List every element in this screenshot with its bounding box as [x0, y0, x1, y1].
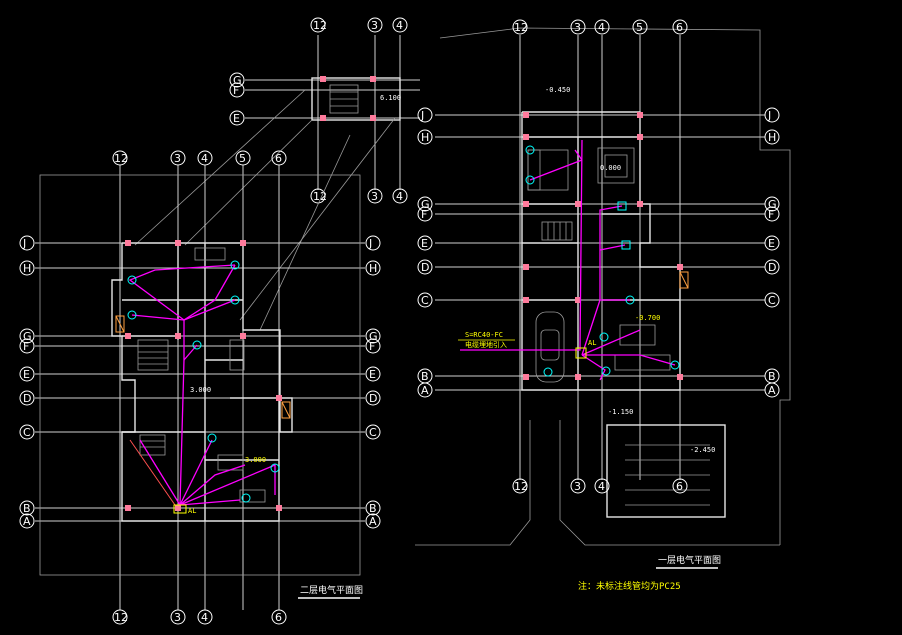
axis-bubbles-left: 12 3 4 5 6 12 3 4 6 J H G F E D C B A J …: [19, 150, 381, 625]
axis-label: C: [369, 426, 377, 439]
box-right-label: AL: [588, 339, 596, 347]
axis-label: B: [369, 502, 377, 515]
wiring-right: [460, 139, 676, 381]
axis-label: D: [768, 261, 776, 274]
axis-label: E: [233, 112, 240, 125]
axis-label: B: [23, 502, 31, 515]
axis-label: A: [369, 515, 377, 528]
box-left-label: AL: [188, 507, 196, 515]
right-floor-plan: AL S=RC40-FC 电缆埋地引入 -0.700 0.000 -0.450 …: [415, 27, 791, 546]
axis-label: 6: [676, 480, 683, 493]
right-label-1: -0.700: [635, 314, 660, 322]
axis-label: 12: [313, 190, 327, 203]
axis-label: E: [768, 237, 775, 250]
wiring-note: 注：未标注线管均为PC25: [578, 580, 681, 592]
axis-label: 3: [174, 611, 181, 624]
axis-label: 3: [574, 480, 581, 493]
axis-label: 6: [275, 152, 282, 165]
axis-label: G: [233, 74, 242, 87]
axis-label: F: [23, 340, 29, 353]
axis-label: J: [22, 237, 26, 250]
axis-label: 5: [239, 152, 246, 165]
axis-label: A: [421, 384, 429, 397]
left-floor-plan: AL 3.000 3.000: [35, 165, 365, 610]
elev-right-bottom: -1.150: [608, 408, 633, 416]
axis-label: 12: [514, 21, 528, 34]
wiring-left: [128, 264, 276, 506]
axis-bubbles-right: 12 3 4 5 6 12 3 4 6 J H G F E D C B A J …: [417, 19, 780, 494]
elev-right-garage: -2.450: [690, 446, 715, 454]
axis-label: 3: [371, 19, 378, 32]
axis-label: H: [23, 262, 31, 275]
axis-label: H: [768, 131, 776, 144]
axis-label: H: [421, 131, 429, 144]
axis-label: E: [421, 237, 428, 250]
axis-label: G: [369, 330, 378, 343]
right-plan-title: 一层电气平面图: [658, 554, 721, 566]
left-label-1: 3.000: [245, 456, 266, 464]
axis-label: G: [768, 198, 777, 211]
axis-label: 12: [114, 611, 128, 624]
axis-label: H: [369, 262, 377, 275]
axis-label: 12: [313, 19, 327, 32]
axis-label: 4: [201, 152, 208, 165]
axis-label: F: [421, 208, 427, 221]
axis-label: C: [421, 294, 429, 307]
axis-label: E: [369, 368, 376, 381]
axis-label: G: [421, 198, 430, 211]
cable-note: 电缆埋地引入: [465, 340, 507, 349]
axis-label: J: [420, 109, 424, 122]
axis-label: 3: [371, 190, 378, 203]
axis-label: F: [369, 340, 375, 353]
axis-label: 3: [174, 152, 181, 165]
axis-label: 4: [598, 480, 605, 493]
axis-label: A: [768, 384, 776, 397]
stair-plan-small: 6.100: [245, 35, 420, 190]
axis-label: 4: [201, 611, 208, 624]
left-label-2: 3.000: [190, 386, 211, 394]
axis-label: J: [368, 237, 372, 250]
axis-label: G: [23, 330, 32, 343]
axis-label: F: [233, 84, 239, 97]
axis-label: 6: [676, 21, 683, 34]
right-label-2: 0.000: [600, 164, 621, 172]
axis-label: 5: [636, 21, 643, 34]
axis-label: 12: [514, 480, 528, 493]
axis-label: E: [23, 368, 30, 381]
axis-label: B: [421, 370, 429, 383]
axis-label: C: [768, 294, 776, 307]
elev-top-small: 6.100: [380, 94, 401, 102]
cable-spec: S=RC40-FC: [465, 331, 503, 339]
axis-label: 6: [275, 611, 282, 624]
axis-label: A: [23, 515, 31, 528]
axis-label: D: [23, 392, 31, 405]
axis-label: 4: [396, 190, 403, 203]
axis-label: 4: [396, 19, 403, 32]
axis-label: B: [768, 370, 776, 383]
axis-label: D: [369, 392, 377, 405]
axis-label: 3: [574, 21, 581, 34]
axis-label: 12: [114, 152, 128, 165]
left-plan-title: 二层电气平面图: [300, 584, 363, 596]
elev-right-top: -0.450: [545, 86, 570, 94]
axis-label: C: [23, 426, 31, 439]
axis-label: D: [421, 261, 429, 274]
axis-label: J: [767, 109, 771, 122]
axis-label: F: [768, 208, 774, 221]
axis-label: 4: [598, 21, 605, 34]
